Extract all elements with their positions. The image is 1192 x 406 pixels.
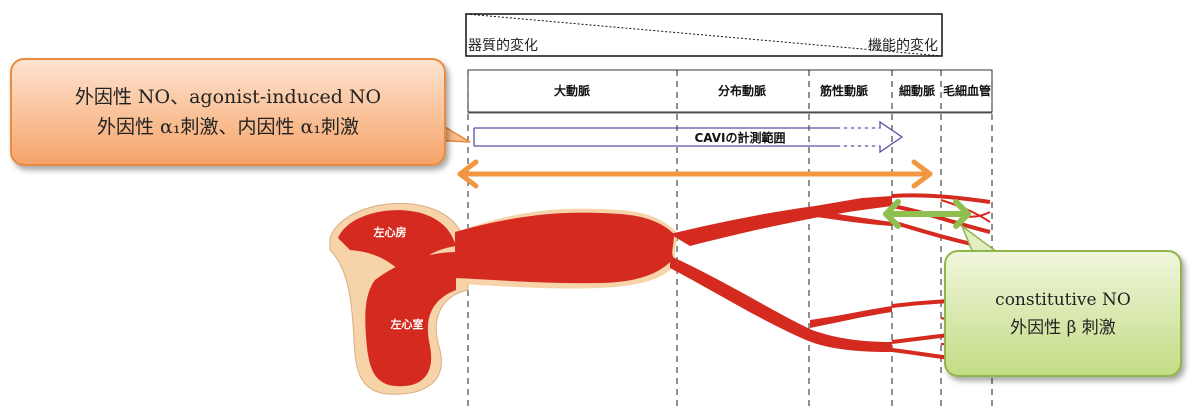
green-callout-line1: constitutive NO: [995, 290, 1131, 310]
green-callout: constitutive NO 外因性 β 刺激: [944, 250, 1182, 377]
header-distributing-artery: 分布動脈: [718, 83, 766, 98]
orange-callout-line2: 外因性 α₁刺激、内因性 α₁刺激: [97, 116, 359, 138]
header-capillary: 毛細血管: [943, 83, 991, 98]
orange-callout-line1: 外因性 NO、agonist-induced NO: [74, 86, 382, 108]
orange-double-arrow: [457, 159, 933, 189]
organic-change-label: 器質的変化: [468, 37, 538, 54]
orange-callout: 外因性 NO、agonist-induced NO 外因性 α₁刺激、内因性 α…: [10, 58, 446, 166]
vessel-header-table: 大動脈 分布動脈 筋性動脈 細動脈 毛細血管: [467, 69, 993, 114]
cavi-range-arrow: CAVIの計測範囲: [473, 120, 904, 154]
heart-illustration: 左心房 左心室: [329, 202, 469, 395]
vessel-tree: [455, 193, 991, 364]
left-atrium-label: 左心房: [373, 225, 407, 239]
green-callout-line2: 外因性 β 刺激: [1010, 318, 1116, 338]
functional-change-label: 機能的変化: [868, 37, 938, 54]
green-double-arrow: [883, 199, 971, 229]
header-muscular-artery: 筋性動脈: [819, 83, 868, 98]
header-arteriole: 細動脈: [899, 83, 935, 98]
organic-functional-bar: 器質的変化 機能的変化: [465, 13, 943, 57]
header-aorta: 大動脈: [554, 83, 590, 98]
cavi-range-label: CAVIの計測範囲: [694, 130, 785, 145]
left-ventricle-label: 左心室: [390, 317, 424, 331]
